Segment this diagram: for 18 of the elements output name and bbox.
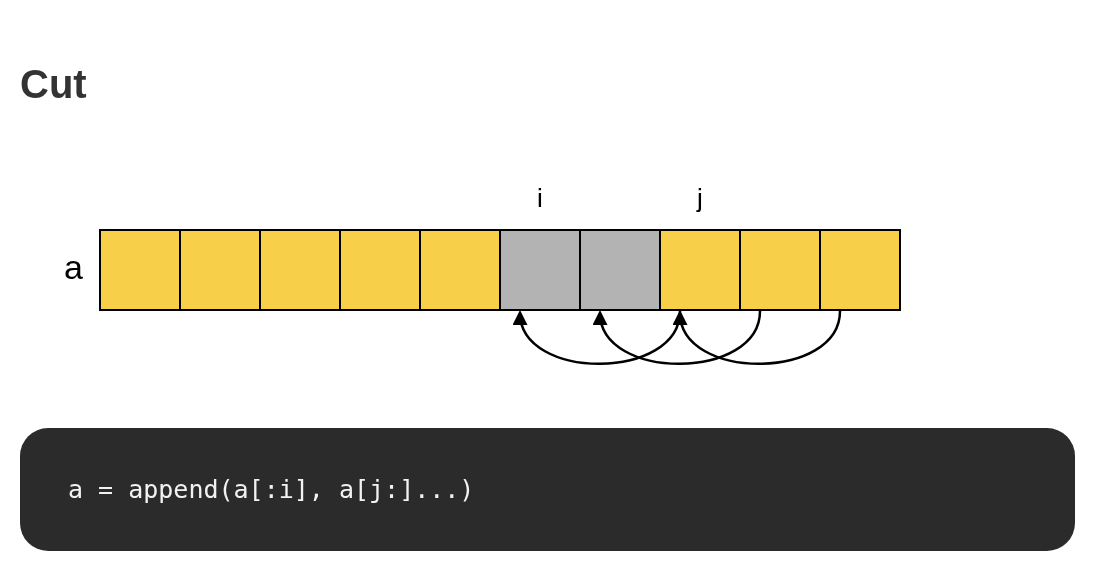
array-cell xyxy=(659,229,741,311)
title: Cut xyxy=(20,62,87,107)
array-cell xyxy=(339,229,421,311)
index-label: j xyxy=(695,183,704,214)
code-block: a = append(a[:i], a[j:]...) xyxy=(20,428,1075,551)
curved-arrow xyxy=(595,310,762,365)
index-label: i xyxy=(536,183,544,214)
array-cell xyxy=(499,229,581,311)
curved-arrow xyxy=(515,310,682,365)
array-cell xyxy=(419,229,501,311)
curved-arrow xyxy=(675,310,842,365)
array-name: a xyxy=(64,248,83,287)
array-cell xyxy=(99,229,181,311)
array-cell xyxy=(259,229,341,311)
array-cell xyxy=(579,229,661,311)
array-cell xyxy=(739,229,821,311)
array-cell xyxy=(819,229,901,311)
array-cell xyxy=(179,229,261,311)
